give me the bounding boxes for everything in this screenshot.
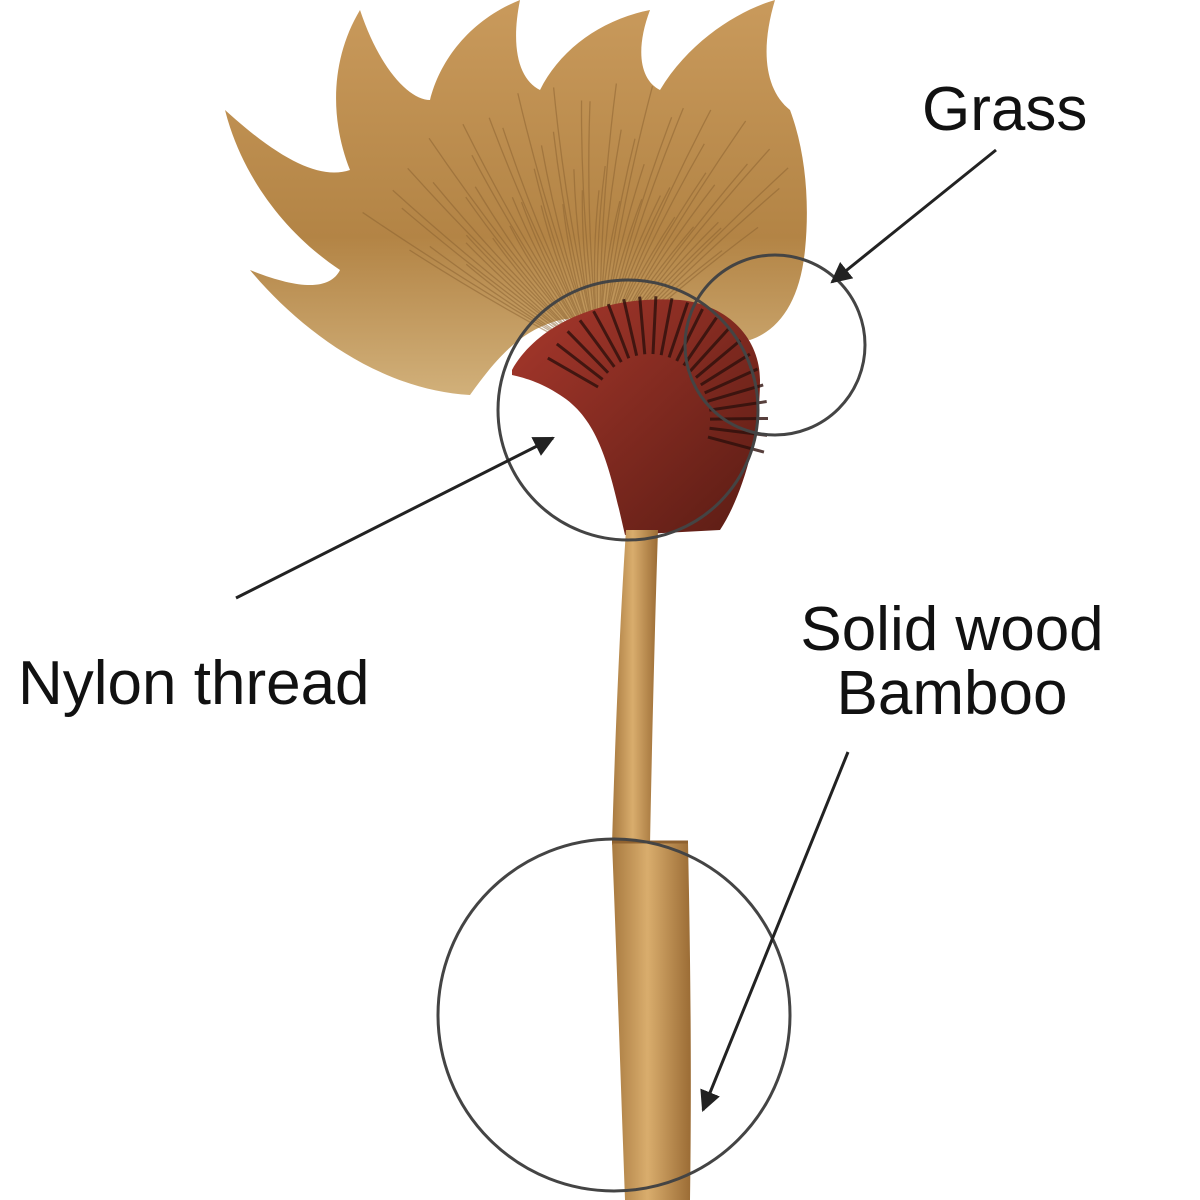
- thread-line: [682, 316, 718, 367]
- grass-label: Grass: [922, 75, 1088, 144]
- solid-wood-bamboo-label: Solid wood Bamboo: [784, 598, 1120, 726]
- thread-line: [566, 330, 610, 374]
- thread-line: [667, 302, 690, 358]
- thread-line: [704, 367, 759, 395]
- thread-line: [689, 327, 731, 373]
- nylon-callout-circle: [496, 278, 760, 542]
- thread-line: [547, 356, 599, 389]
- thread-line: [709, 416, 769, 421]
- thread-line: [694, 339, 742, 379]
- thread-line: [555, 342, 604, 381]
- nylon-arrow: [235, 436, 555, 600]
- grass-arrow: [830, 148, 997, 284]
- thread-line: [578, 319, 616, 368]
- thread-line: [622, 298, 639, 356]
- thread-line: [707, 435, 765, 454]
- thread-line: [700, 352, 751, 387]
- thread-line: [651, 296, 658, 355]
- solid-wood-label-line1: Solid wood: [800, 595, 1104, 664]
- thread-line: [659, 297, 674, 356]
- bamboo-arrow: [700, 751, 850, 1112]
- thread-line: [606, 303, 631, 359]
- thread-line: [707, 383, 764, 403]
- thread-line: [675, 308, 704, 362]
- thread-line: [592, 310, 623, 363]
- bamboo-callout-circle: [436, 837, 792, 1193]
- solid-wood-label-line2: Bamboo: [836, 659, 1068, 728]
- grass-callout-circle: [683, 253, 867, 437]
- bamboo-handle: [612, 530, 691, 1200]
- thread-line: [638, 296, 647, 355]
- nylon-thread-label: Nylon thread: [18, 649, 370, 718]
- nylon-thread-wrap: [512, 296, 769, 535]
